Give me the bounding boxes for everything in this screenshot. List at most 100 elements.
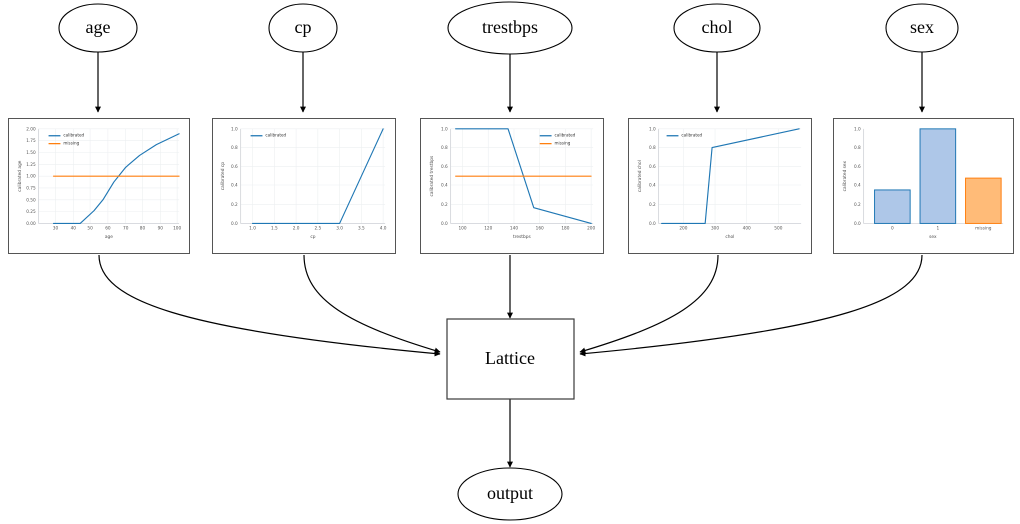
svg-text:200: 200 [587, 226, 595, 231]
svg-text:0.6: 0.6 [649, 164, 656, 169]
svg-text:0.0: 0.0 [441, 221, 448, 226]
svg-text:calibrated: calibrated [265, 133, 286, 138]
node-sex[interactable]: sex [885, 3, 959, 53]
svg-text:0.25: 0.25 [26, 209, 36, 214]
svg-text:0: 0 [891, 226, 894, 231]
svg-text:1.50: 1.50 [26, 150, 36, 155]
svg-text:chol: chol [725, 234, 734, 240]
node-lattice[interactable]: Lattice [446, 318, 575, 400]
svg-text:1.0: 1.0 [249, 226, 256, 231]
svg-text:0.4: 0.4 [231, 183, 238, 188]
node-trestbps-label: trestbps [482, 17, 538, 37]
svg-text:1.00: 1.00 [26, 174, 36, 179]
svg-text:40: 40 [71, 226, 77, 231]
svg-text:200: 200 [679, 226, 687, 231]
svg-text:0.2: 0.2 [854, 202, 861, 207]
feature-plot-panel-sex: 0.0 0.2 0.4 0.6 0.8 1.0 0 1 missing sex … [833, 118, 1014, 254]
svg-text:0.75: 0.75 [26, 185, 36, 190]
svg-text:3.0: 3.0 [336, 226, 343, 231]
svg-text:calibrated sex: calibrated sex [842, 160, 848, 191]
node-trestbps[interactable]: trestbps [447, 1, 573, 55]
svg-text:missing: missing [975, 226, 992, 231]
node-chol-label: chol [702, 17, 733, 37]
svg-text:missing: missing [63, 141, 79, 146]
svg-text:calibrated: calibrated [63, 133, 84, 138]
svg-text:0.4: 0.4 [441, 183, 448, 188]
svg-text:2.00: 2.00 [26, 126, 36, 131]
edge-chol-plot-to-lattice [579, 254, 719, 354]
node-cp[interactable]: cp [268, 3, 338, 53]
svg-text:age: age [105, 235, 113, 240]
svg-text:0.6: 0.6 [231, 164, 238, 169]
svg-text:100: 100 [458, 226, 466, 231]
feature-plot-panel-chol: 0.0 0.2 0.4 0.6 0.8 1.0 200 300 400 500 … [628, 118, 812, 254]
svg-text:missing: missing [555, 141, 571, 146]
svg-text:0.2: 0.2 [649, 202, 656, 207]
svg-text:0.8: 0.8 [854, 145, 861, 150]
svg-text:1.0: 1.0 [441, 126, 448, 131]
svg-text:1.0: 1.0 [649, 126, 656, 131]
svg-text:0.2: 0.2 [231, 202, 238, 207]
svg-text:0.8: 0.8 [649, 145, 656, 150]
edge-sex-plot-to-lattice [579, 254, 923, 357]
svg-text:calibrated age: calibrated age [17, 160, 23, 191]
edge-cp-plot-to-lattice [303, 254, 441, 354]
svg-text:50: 50 [87, 226, 93, 231]
svg-text:1.5: 1.5 [271, 226, 278, 231]
svg-text:0.0: 0.0 [231, 221, 238, 226]
svg-text:calibrated: calibrated [681, 133, 702, 138]
svg-text:70: 70 [123, 226, 129, 231]
svg-text:2.0: 2.0 [293, 226, 300, 231]
svg-text:30: 30 [53, 226, 59, 231]
svg-text:3.5: 3.5 [358, 226, 365, 231]
svg-text:calibrated: calibrated [555, 133, 576, 138]
svg-text:1: 1 [936, 226, 939, 231]
svg-text:trestbps: trestbps [513, 234, 532, 240]
svg-text:0.4: 0.4 [649, 183, 656, 188]
node-sex-label: sex [910, 17, 934, 37]
feature-plot-panel-age: 0.00 0.25 0.50 0.75 1.00 1.25 1.50 1.75 … [8, 118, 190, 254]
svg-text:1.75: 1.75 [26, 138, 36, 143]
svg-text:calibrated trestbps: calibrated trestbps [429, 155, 435, 197]
node-lattice-label: Lattice [485, 348, 535, 368]
node-cp-label: cp [295, 17, 312, 37]
svg-text:0.50: 0.50 [26, 197, 36, 202]
svg-text:calibrated cp: calibrated cp [220, 162, 226, 190]
svg-text:180: 180 [561, 226, 569, 231]
svg-text:1.0: 1.0 [231, 126, 238, 131]
svg-text:100: 100 [173, 226, 181, 231]
svg-text:0.6: 0.6 [441, 164, 448, 169]
svg-text:60: 60 [105, 226, 111, 231]
svg-text:90: 90 [158, 226, 164, 231]
node-chol[interactable]: chol [673, 3, 761, 53]
node-age[interactable]: age [58, 3, 138, 53]
svg-text:0.2: 0.2 [441, 202, 448, 207]
svg-text:160: 160 [536, 226, 544, 231]
feature-plot-panel-trestbps: 0.0 0.2 0.4 0.6 0.8 1.0 100 120 140 160 … [420, 118, 604, 254]
svg-text:2.5: 2.5 [314, 226, 321, 231]
svg-text:cp: cp [310, 235, 315, 240]
svg-text:sex: sex [929, 235, 937, 240]
svg-text:4.0: 4.0 [380, 226, 387, 231]
svg-text:400: 400 [743, 226, 751, 231]
svg-text:1.25: 1.25 [26, 162, 36, 167]
svg-text:calibrated chol: calibrated chol [637, 160, 643, 192]
node-age-label: age [86, 17, 111, 37]
node-output-label: output [487, 483, 533, 503]
svg-text:0.4: 0.4 [854, 183, 861, 188]
svg-text:140: 140 [510, 226, 518, 231]
feature-plot-panel-cp: 0.0 0.2 0.4 0.6 0.8 1.0 1.0 1.5 2.0 2.5 … [212, 118, 396, 254]
node-output[interactable]: output [457, 467, 563, 521]
svg-text:500: 500 [774, 226, 782, 231]
svg-text:0.8: 0.8 [441, 145, 448, 150]
svg-text:1.0: 1.0 [854, 126, 861, 131]
svg-text:0.0: 0.0 [854, 221, 861, 226]
svg-text:0.6: 0.6 [854, 164, 861, 169]
svg-text:300: 300 [711, 226, 719, 231]
svg-text:0.0: 0.0 [649, 221, 656, 226]
svg-text:0.00: 0.00 [26, 221, 36, 226]
svg-text:0.8: 0.8 [231, 145, 238, 150]
edge-age-plot-to-lattice [98, 254, 441, 357]
svg-text:80: 80 [140, 226, 146, 231]
